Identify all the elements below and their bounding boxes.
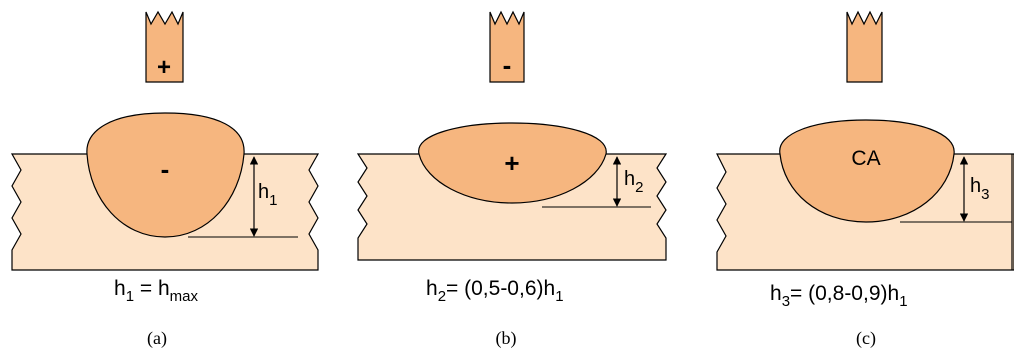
electrode-sign-a: + [157, 54, 171, 81]
depth-label-a: h1 [258, 181, 277, 209]
panel-a: + - h1 h1 = hmax (a) [10, 10, 320, 349]
electrode-sign-b: - [503, 50, 512, 80]
weld-bead-b: + [418, 122, 607, 204]
bead-label-b: + [504, 148, 519, 178]
formula-a: h1 = hmax [114, 277, 198, 305]
weld-bead-a: - [86, 112, 245, 238]
electrode-a: + [145, 10, 184, 83]
depth-label-b: h2 [624, 168, 643, 196]
weld-bead-c: CA [779, 119, 955, 223]
caption-a: (a) [147, 328, 167, 349]
bead-label-a: - [161, 154, 170, 184]
electrode-b: - [489, 10, 525, 83]
formula-c: h3= (0,8-0,9)h1 [770, 282, 908, 310]
panel-c: CA h3 h3= (0,8-0,9)h1 (c) [716, 10, 1014, 349]
base-plate-b [356, 153, 668, 261]
depth-label-c: h3 [970, 175, 989, 203]
caption-b: (b) [496, 328, 517, 349]
bead-label-c: CA [851, 147, 880, 170]
formula-b: h2= (0,5-0,6)h1 [426, 277, 564, 305]
caption-c: (c) [856, 328, 876, 349]
panel-b: - + h2 h2= (0,5-0,6)h1 (b) [356, 10, 668, 349]
electrode-c [846, 10, 883, 83]
